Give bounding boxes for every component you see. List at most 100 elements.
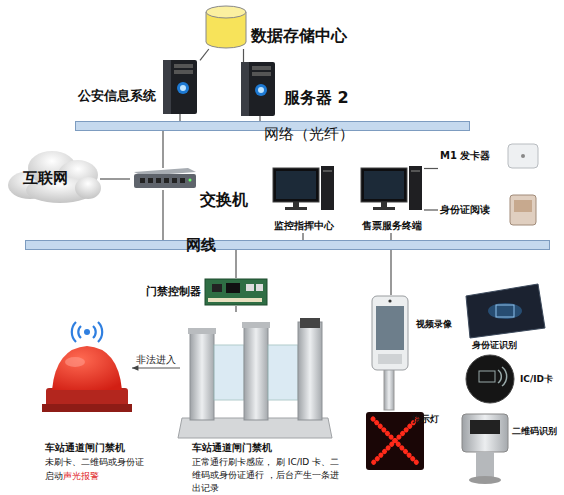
alarm-dome [52, 346, 122, 390]
terminal-strip [208, 298, 262, 302]
qr-neck [476, 452, 494, 478]
connector-line [162, 131, 163, 168]
node-label: M1 发卡器 [440, 150, 490, 161]
node-label: 公安信息系统 [78, 88, 156, 103]
switch-port [172, 178, 177, 183]
monitor-screen [276, 171, 316, 199]
monitor-screen [364, 171, 404, 199]
qr-head [462, 414, 508, 452]
server-light [180, 85, 186, 91]
connector-line [100, 178, 130, 179]
connector-line [162, 190, 163, 240]
reader-disc [466, 355, 514, 403]
signal-arc [78, 326, 81, 338]
server-case [241, 62, 275, 116]
server-bay [252, 66, 271, 70]
label-block: 身份证识别 [472, 340, 517, 351]
connector-line [390, 250, 391, 295]
monitor [361, 168, 407, 202]
network-band: 网络（光纤） [75, 121, 470, 131]
label-block: 互联网 [23, 169, 68, 187]
video-terminal-node: 视频录像 [370, 295, 412, 408]
id-card-reader [510, 195, 536, 225]
reader-wave [498, 370, 501, 383]
connector-line [302, 233, 303, 240]
switch-body [134, 174, 196, 188]
connector [163, 190, 164, 240]
gate-wing [268, 345, 298, 400]
connector [303, 233, 304, 240]
switch-node: 交换机 [130, 168, 196, 190]
database-cylinder [206, 6, 246, 48]
ic-card-reader [466, 355, 514, 403]
connector [243, 49, 244, 62]
signal-dot [84, 329, 90, 335]
label-block: 身份证阅读 [440, 204, 490, 216]
label-block: 车站通道闸门禁机 [192, 442, 272, 453]
card-issuer-node: M1 发卡器 [438, 140, 545, 172]
scanner-glow [488, 303, 522, 319]
server-side [163, 60, 171, 114]
alarm-highlight [65, 357, 85, 367]
connector-line [235, 306, 236, 312]
server-tower [163, 60, 197, 114]
label-block: 正常通行刷卡感应， 刷 IC/ID 卡、二维码或身份证通行 ，后台产生一条进出记… [192, 456, 342, 495]
gate-reader [300, 318, 320, 328]
connector-line [179, 114, 180, 121]
switch-port [148, 178, 153, 183]
gate-wing [214, 345, 244, 400]
switch-device [134, 168, 196, 188]
connector [132, 365, 180, 370]
pc-workstation [273, 166, 334, 210]
node-label: 互联网 [23, 169, 68, 187]
server-node: 公安信息系统 [160, 58, 200, 114]
database-node: 数据存储中心 [205, 5, 247, 49]
monitor [273, 168, 319, 202]
node-label: 网络（光纤） [264, 125, 354, 143]
scanner-pad [466, 284, 545, 338]
connector [424, 168, 438, 169]
alarm-rim [42, 404, 132, 412]
alarm-node: 车站通道闸门禁机未刷卡、二维码或身份证 启动声光报警 [40, 322, 132, 414]
terminal-camera [388, 299, 391, 302]
connector [424, 210, 438, 211]
qr-base [469, 476, 501, 484]
pc-tower [321, 166, 334, 210]
server-tower [241, 62, 275, 116]
label-block: 交换机 [200, 190, 248, 209]
label-block: 数据存储中心 [251, 26, 347, 45]
chip [212, 284, 222, 292]
turnstile-gate [178, 318, 332, 438]
arrow-head [132, 365, 138, 370]
node-label: 二维码识别 [512, 426, 557, 436]
server-node: 服务器 2 [240, 62, 280, 116]
signal-arc [72, 322, 76, 342]
signal-arc [93, 326, 96, 338]
id-scanner [466, 284, 545, 338]
connector-line [424, 209, 438, 210]
gate-cap [188, 328, 216, 334]
node-label: 门禁控制器 [146, 285, 201, 298]
pc-tower [409, 166, 422, 210]
connector [100, 179, 130, 180]
server-bay [174, 64, 193, 68]
server-light [177, 82, 189, 94]
network-band: 网线 [25, 240, 550, 250]
id-scanner-node: 身份证识别 [462, 280, 546, 338]
label-block: 监控指挥中心 [274, 220, 334, 232]
controller-board [205, 279, 267, 305]
node-label: 售票服务终端 [362, 220, 422, 231]
connector-line [235, 250, 236, 278]
gate-floor [178, 418, 332, 438]
pc-drive [411, 170, 420, 172]
server-light [258, 87, 264, 93]
node-label: 车站通道闸门禁机 [192, 442, 272, 453]
switch-port [156, 178, 161, 183]
label-block: 网络（光纤） [264, 125, 354, 143]
connector-line [132, 367, 180, 368]
node-label: 数据存储中心 [251, 26, 347, 45]
node-label: 监控指挥中心 [274, 220, 334, 231]
reader-body [510, 195, 536, 225]
relay [256, 284, 263, 291]
id-reader-node: 身份证阅读 [438, 192, 545, 228]
